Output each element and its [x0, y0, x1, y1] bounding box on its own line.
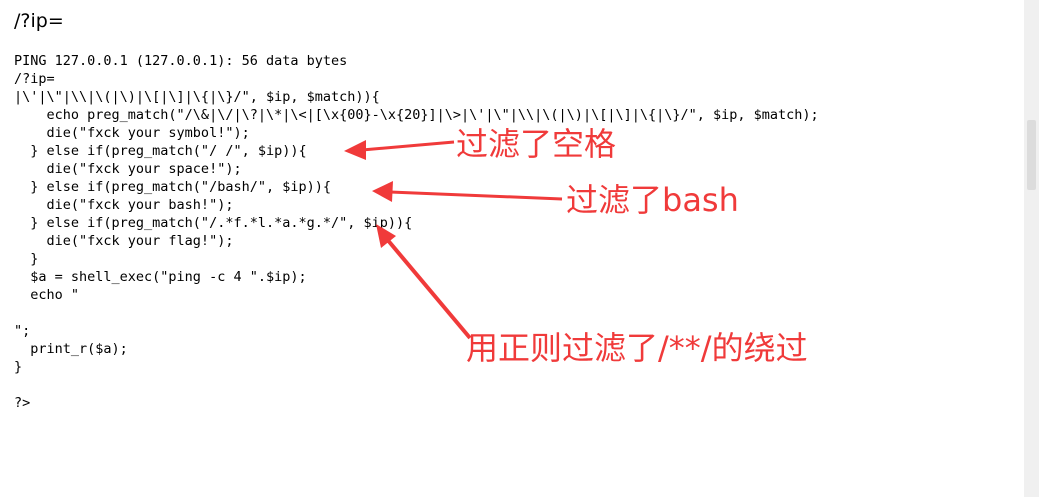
query-title: /?ip= — [14, 10, 64, 32]
annotation-space-filter: 过滤了空格 — [456, 125, 617, 163]
vertical-scrollbar[interactable] — [1024, 0, 1039, 497]
code-line: } else if(preg_match("/.*f.*l.*a.*g.*/",… — [14, 215, 413, 231]
code-line: } else if(preg_match("/ /", $ip)){ — [14, 143, 307, 159]
scrollbar-thumb[interactable] — [1027, 120, 1036, 190]
arrow-regex — [376, 224, 472, 340]
code-line: die("fxck your bash!"); — [14, 197, 234, 213]
code-line: |\'|\"|\\|\(|\)|\[|\]|\{|\}/", $ip, $mat… — [14, 89, 380, 105]
code-line: ?> — [14, 395, 31, 411]
arrow-space — [344, 140, 455, 160]
code-line: die("fxck your space!"); — [14, 161, 242, 177]
code-line: $a = shell_exec("ping -c 4 ".$ip); — [14, 269, 307, 285]
code-line: } else if(preg_match("/bash/", $ip)){ — [14, 179, 331, 195]
code-line: /?ip= — [14, 71, 55, 87]
code-line: print_r($a); — [14, 341, 128, 357]
code-line: die("fxck your symbol!"); — [14, 125, 250, 141]
code-line: "; — [14, 323, 31, 339]
php-source-code: PING 127.0.0.1 (127.0.0.1): 56 data byte… — [14, 52, 819, 412]
code-line: } — [14, 359, 23, 375]
code-line: echo " — [14, 287, 80, 303]
annotation-bash-filter: 过滤了bash — [566, 181, 739, 219]
code-line: die("fxck your flag!"); — [14, 233, 234, 249]
code-line: PING 127.0.0.1 (127.0.0.1): 56 data byte… — [14, 53, 348, 69]
code-line: } — [14, 251, 39, 267]
arrow-bash — [372, 181, 563, 202]
annotation-regex-filter: 用正则过滤了/**/的绕过 — [466, 329, 808, 367]
code-line: echo preg_match("/\&|\/|\?|\*|\<|[\x{00}… — [14, 107, 819, 123]
